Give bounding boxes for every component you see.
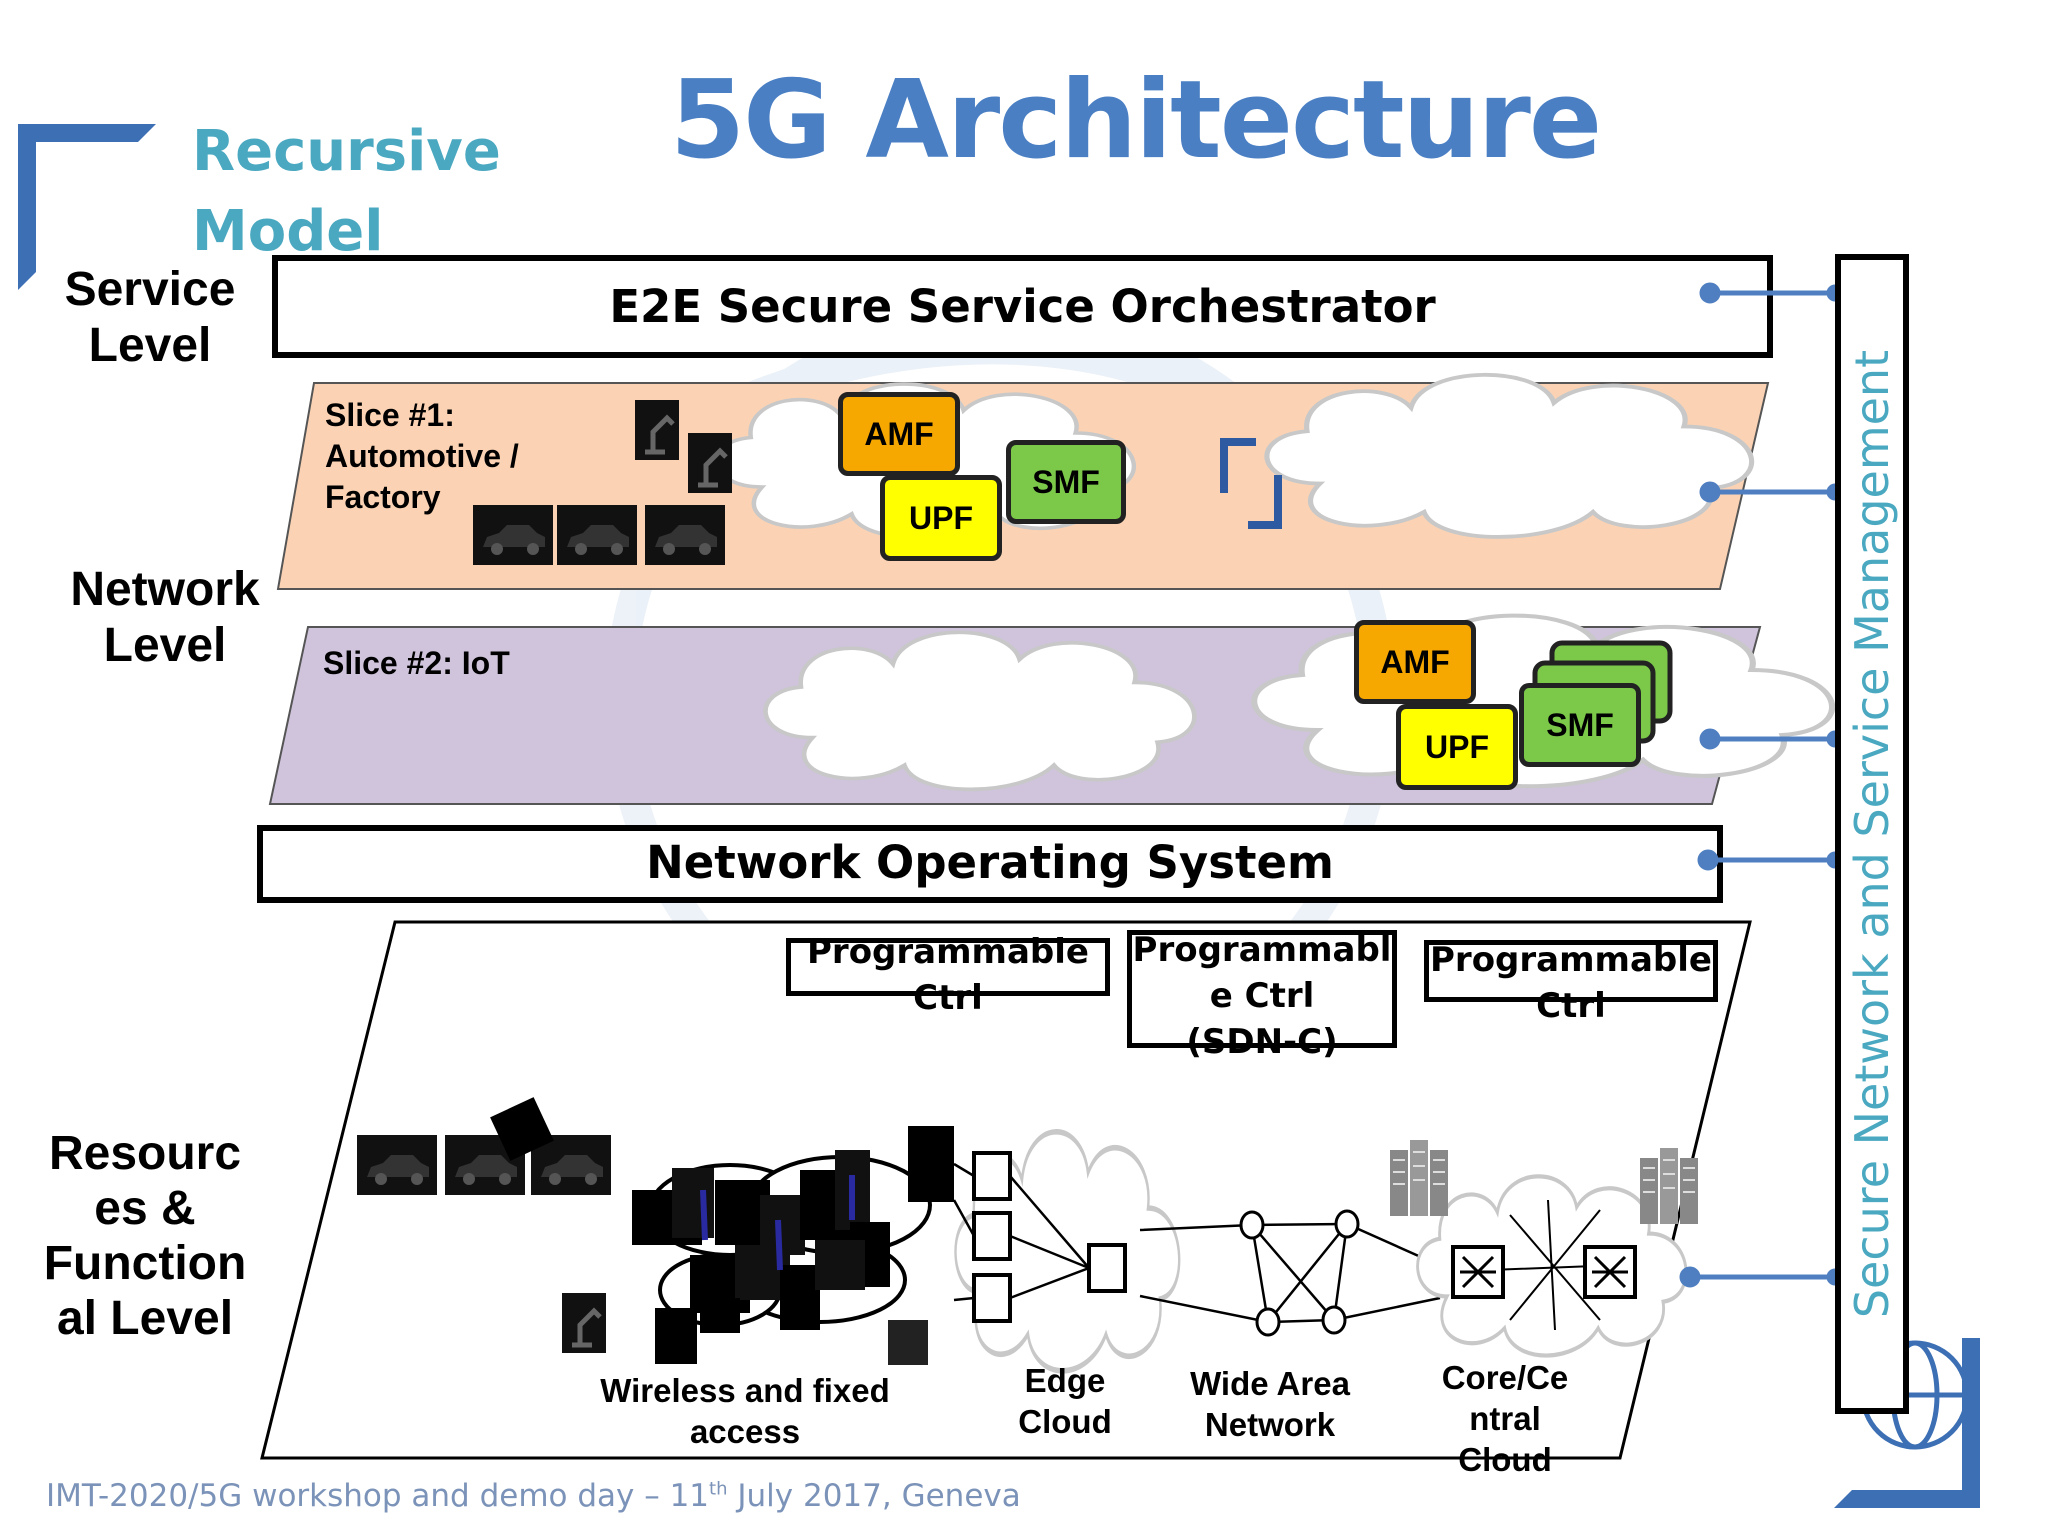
wan-nodes [1239, 1209, 1360, 1337]
page-title: 5G Architecture [670, 58, 1602, 183]
device-icon [490, 1097, 554, 1161]
footer-pre: IMT-2020/5G workshop and demo day – 11 [46, 1478, 710, 1514]
resource-level-line2: es & [94, 1182, 196, 1235]
wireless-access-line2: access [689, 1413, 801, 1450]
network-level-line2: Level [103, 619, 227, 672]
car-icon [357, 1135, 437, 1195]
ctrl-right-line2: Ctrl [1536, 986, 1606, 1026]
robot-icon [635, 400, 679, 460]
network-level-line1: Network [70, 563, 260, 616]
slice1-label-line3: Factory [325, 479, 441, 515]
slice1-smf-box: SMF [1006, 440, 1126, 524]
service-level-label: Service Level [30, 262, 270, 374]
ctrl-right-line1: Programmable [1430, 940, 1712, 980]
robot-icon [562, 1293, 606, 1353]
slice2-amf-box: AMF [1354, 620, 1476, 704]
programmable-ctrl-sdn: Programmabl e Ctrl (SDN-C) [1127, 930, 1397, 1062]
nos-box [257, 825, 1723, 903]
recursive-line1: Recursive [192, 119, 501, 184]
resource-level-line3: Function [43, 1237, 247, 1290]
wireless-access-cluster [632, 1126, 954, 1365]
management-label: Secure Network and Service Management [1845, 349, 1899, 1319]
core-links [1489, 1199, 1621, 1331]
wan-line1: Wide Area [1190, 1365, 1350, 1402]
core-cloud-line1: Core/Ce [1441, 1359, 1569, 1396]
slice1-label-line1: Slice #1: [325, 397, 455, 433]
wan-label: Wide Area Network [1160, 1363, 1380, 1445]
core-cloud-line3: Cloud [1458, 1441, 1552, 1478]
wireless-access-label: Wireless and fixed access [560, 1370, 930, 1452]
core-cloud-line2: ntral [1469, 1400, 1541, 1437]
resource-level-label: Resourc es & Function al Level [20, 1126, 270, 1346]
edge-cloud-label: Edge Cloud [1000, 1360, 1130, 1442]
service-level-line2: Level [88, 319, 212, 372]
nos-label: Network Operating System [646, 836, 1334, 889]
resource-level-line1: Resourc [48, 1127, 242, 1180]
recursive-line2: Model [192, 199, 384, 264]
car-icon [557, 505, 637, 565]
car-icon [645, 505, 725, 565]
corner-bracket-topleft [18, 124, 156, 290]
footer-post: July 2017, Geneva [727, 1478, 1021, 1514]
corner-bracket-bottomright [1834, 1338, 1980, 1508]
slice1-label-line2: Automotive / [325, 438, 519, 474]
core-cloud-label: Core/Ce ntral Cloud [1415, 1357, 1595, 1480]
programmable-ctrl-left: Programmable Ctrl [786, 932, 1110, 1018]
edge-cloud-line1: Edge [1024, 1362, 1106, 1399]
server-icon [1389, 1139, 1449, 1217]
slice2-smf-box: SMF [1519, 683, 1641, 767]
programmable-ctrl-right: Programmable Ctrl [1424, 940, 1718, 1026]
slice1-label: Slice #1: Automotive / Factory [325, 395, 519, 518]
ctrl-left-line1: Programmable [807, 932, 1089, 972]
ctrl-left-line2: Ctrl [913, 978, 983, 1018]
ctrl-sdn-line2: e Ctrl [1209, 976, 1315, 1016]
ctrl-sdn-line3: (SDN-C) [1186, 1022, 1338, 1062]
expand-icon [1220, 438, 1282, 529]
slice2-upf-box: UPF [1396, 704, 1518, 790]
router-icon [1583, 1245, 1637, 1299]
edge-cloud-line2: Cloud [1018, 1403, 1112, 1440]
wan-line2: Network [1204, 1406, 1336, 1443]
router-icon [1451, 1245, 1505, 1299]
resource-level-line4: al Level [56, 1292, 234, 1345]
slice2-label: Slice #2: IoT [323, 645, 510, 681]
robot-icon [688, 433, 732, 493]
footer-sup: th [709, 1478, 728, 1500]
wan-links [1139, 1222, 1451, 1324]
orchestrator-label: E2E Secure Service Orchestrator [609, 280, 1436, 333]
server-icon [1639, 1147, 1699, 1225]
slice1-amf-box: AMF [838, 392, 960, 476]
recursive-model-label: Recursive Model [192, 112, 512, 272]
orchestrator-box [272, 255, 1773, 358]
service-level-line1: Service [64, 263, 236, 316]
slice1-upf-box: UPF [880, 475, 1002, 561]
footer-text: IMT-2020/5G workshop and demo day – 11th… [46, 1478, 1021, 1514]
wireless-access-line1: Wireless and fixed [600, 1372, 890, 1409]
edge-links [952, 1162, 1090, 1302]
management-bar [1835, 254, 1909, 1414]
ctrl-sdn-line1: Programmabl [1132, 930, 1392, 970]
edge-nodes [972, 1151, 1127, 1323]
network-level-label: Network Level [50, 562, 280, 674]
